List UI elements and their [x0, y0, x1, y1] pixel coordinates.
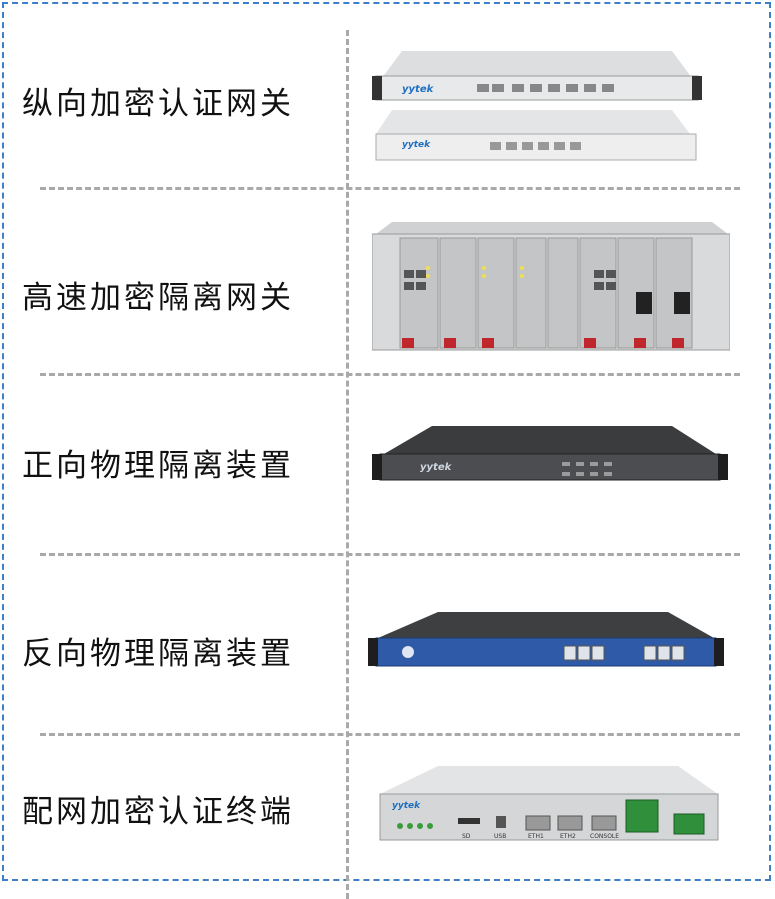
row-divider	[40, 187, 740, 190]
port-label: SD	[462, 833, 471, 840]
brand-logo: yytek	[420, 462, 453, 473]
product-label: 纵向加密认证网关	[22, 86, 294, 122]
row-divider	[40, 733, 740, 736]
product-label: 高速加密隔离网关	[22, 280, 294, 316]
reverse-isolation-device-image	[368, 612, 724, 667]
row-divider	[40, 553, 740, 556]
distribution-encryption-terminal-image: yytek SD USB ETH1 ETH2 CONSOLE	[379, 766, 719, 841]
column-divider	[346, 30, 349, 899]
brand-logo: yytek	[392, 801, 421, 811]
port-label: USB	[494, 833, 506, 840]
product-label: 配网加密认证终端	[22, 794, 294, 830]
port-label: ETH1	[528, 833, 544, 840]
product-label: 反向物理隔离装置	[22, 636, 294, 672]
port-label: CONSOLE	[590, 833, 619, 840]
row-divider	[40, 373, 740, 376]
brand-logo: yytek	[402, 84, 435, 95]
forward-isolation-device-image: yytek	[372, 426, 728, 481]
high-speed-isolation-gateway-image	[372, 222, 730, 351]
brand-logo: yytek	[402, 140, 431, 150]
outer-frame	[2, 2, 771, 881]
product-label: 正向物理隔离装置	[22, 448, 294, 484]
port-label: ETH2	[560, 833, 576, 840]
vertical-encryption-gateway-image: yytek yytek	[372, 51, 702, 161]
